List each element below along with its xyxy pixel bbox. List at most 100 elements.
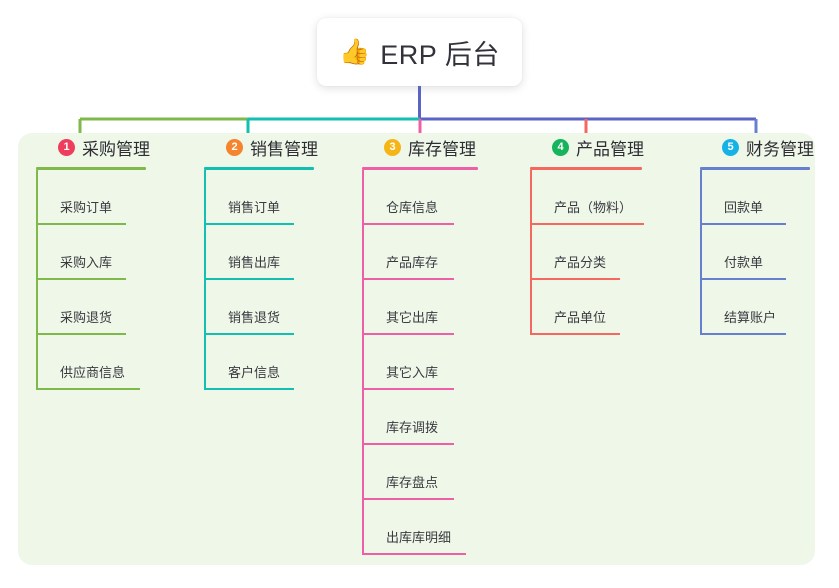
leaf-item-label: 销售退货 (228, 310, 281, 325)
column-header-4[interactable]: 4 产品管理 (530, 133, 644, 161)
leaf-item-label: 产品单位 (554, 310, 607, 325)
leaf-item-rule (36, 388, 140, 390)
leaf-item[interactable]: 产品库存 (362, 225, 478, 280)
leaf-item-label: 供应商信息 (60, 365, 126, 380)
column-title-1: 采购管理 (82, 139, 150, 159)
leaf-item[interactable]: 付款单 (700, 225, 814, 280)
root-node-title: ERP 后台 (380, 39, 500, 70)
leaf-item-rule (700, 223, 786, 225)
column-spine-3 (362, 170, 364, 555)
leaf-item[interactable]: 客户信息 (204, 335, 318, 390)
leaf-item-rule (362, 553, 466, 555)
column-items-4: 产品（物料） 产品分类产品单位 (530, 170, 644, 335)
leaf-item-rule (362, 388, 454, 390)
leaf-item-rule (530, 278, 620, 280)
branch-panel (18, 133, 815, 565)
leaf-item-rule (36, 278, 126, 280)
column-badge-4: 4 (552, 138, 569, 156)
leaf-item[interactable]: 仓库信息 (362, 170, 478, 225)
leaf-item[interactable]: 库存盘点 (362, 445, 478, 500)
leaf-item-rule (204, 333, 294, 335)
column-items-5: 回款单付款单结算账户 (700, 170, 814, 335)
leaf-item-rule (204, 388, 294, 390)
leaf-item-label: 付款单 (724, 255, 764, 270)
column-1: 1 采购管理采购订单采购入库采购退货供应商信息 (36, 133, 150, 390)
leaf-item-label: 其它入库 (386, 365, 439, 380)
leaf-item-label: 结算账户 (724, 310, 777, 325)
column-spine-4 (530, 170, 532, 335)
leaf-item[interactable]: 出库库明细 (362, 500, 478, 555)
leaf-item-label: 其它出库 (386, 310, 439, 325)
leaf-item-label: 采购订单 (60, 200, 113, 215)
column-spine-5 (700, 170, 702, 335)
column-spine-1 (36, 170, 38, 390)
leaf-item[interactable]: 采购退货 (36, 280, 150, 335)
leaf-item[interactable]: 产品单位 (530, 280, 644, 335)
leaf-item-rule (36, 333, 126, 335)
root-node-card[interactable]: 👍 ERP 后台 (317, 18, 522, 86)
leaf-item-rule (204, 223, 294, 225)
leaf-item[interactable]: 采购订单 (36, 170, 150, 225)
leaf-item-rule (204, 278, 294, 280)
leaf-item-label: 产品（物料） (554, 200, 633, 215)
leaf-item[interactable]: 产品分类 (530, 225, 644, 280)
column-title-2: 销售管理 (250, 139, 318, 159)
leaf-item-label: 库存盘点 (386, 475, 439, 490)
leaf-item-rule (530, 333, 620, 335)
column-title-5: 财务管理 (746, 139, 814, 159)
leaf-item-label: 产品分类 (554, 255, 607, 270)
leaf-item-rule (362, 223, 454, 225)
leaf-item[interactable]: 库存调拨 (362, 390, 478, 445)
leaf-item-label: 产品库存 (386, 255, 439, 270)
column-2: 2 销售管理销售订单销售出库销售退货客户信息 (204, 133, 318, 390)
leaf-item[interactable]: 结算账户 (700, 280, 814, 335)
leaf-item[interactable]: 销售订单 (204, 170, 318, 225)
column-title-3: 库存管理 (408, 139, 476, 159)
leaf-item[interactable]: 销售退货 (204, 280, 318, 335)
column-header-1[interactable]: 1 采购管理 (36, 133, 150, 161)
column-title-4: 产品管理 (576, 139, 644, 159)
column-items-3: 仓库信息产品库存其它出库其它入库库存调拨库存盘点出库库明细 (362, 170, 478, 555)
leaf-item[interactable]: 销售出库 (204, 225, 318, 280)
column-spine-2 (204, 170, 206, 390)
leaf-item[interactable]: 其它入库 (362, 335, 478, 390)
leaf-item-label: 销售出库 (228, 255, 281, 270)
leaf-item-rule (36, 223, 126, 225)
column-4: 4 产品管理产品（物料） 产品分类产品单位 (530, 133, 644, 335)
leaf-item-rule (362, 278, 454, 280)
leaf-item-rule (362, 443, 454, 445)
leaf-item-label: 出库库明细 (386, 530, 452, 545)
leaf-item-label: 采购入库 (60, 255, 113, 270)
column-badge-1: 1 (58, 138, 75, 156)
leaf-item[interactable]: 其它出库 (362, 280, 478, 335)
leaf-item-label: 采购退货 (60, 310, 113, 325)
leaf-item[interactable]: 采购入库 (36, 225, 150, 280)
leaf-item-rule (362, 333, 454, 335)
leaf-item[interactable]: 供应商信息 (36, 335, 150, 390)
leaf-item-label: 销售订单 (228, 200, 281, 215)
leaf-item-label: 库存调拨 (386, 420, 439, 435)
leaf-item[interactable]: 回款单 (700, 170, 814, 225)
leaf-item-label: 回款单 (724, 200, 764, 215)
leaf-item-rule (362, 498, 454, 500)
column-header-rule-5 (700, 167, 810, 170)
leaf-item-rule (530, 223, 644, 225)
column-header-rule-2 (204, 167, 314, 170)
column-header-rule-1 (36, 167, 146, 170)
column-header-2[interactable]: 2 销售管理 (204, 133, 318, 161)
leaf-item-label: 客户信息 (228, 365, 281, 380)
column-badge-2: 2 (226, 138, 243, 156)
column-header-rule-4 (530, 167, 642, 170)
leaf-item[interactable]: 产品（物料） (530, 170, 644, 225)
leaf-item-rule (700, 278, 786, 280)
leaf-item-rule (700, 333, 786, 335)
thumbs-up-icon: 👍 (339, 37, 371, 66)
column-items-2: 销售订单销售出库销售退货客户信息 (204, 170, 318, 390)
column-header-rule-3 (362, 167, 478, 170)
leaf-item-label: 仓库信息 (386, 200, 439, 215)
column-items-1: 采购订单采购入库采购退货供应商信息 (36, 170, 150, 390)
